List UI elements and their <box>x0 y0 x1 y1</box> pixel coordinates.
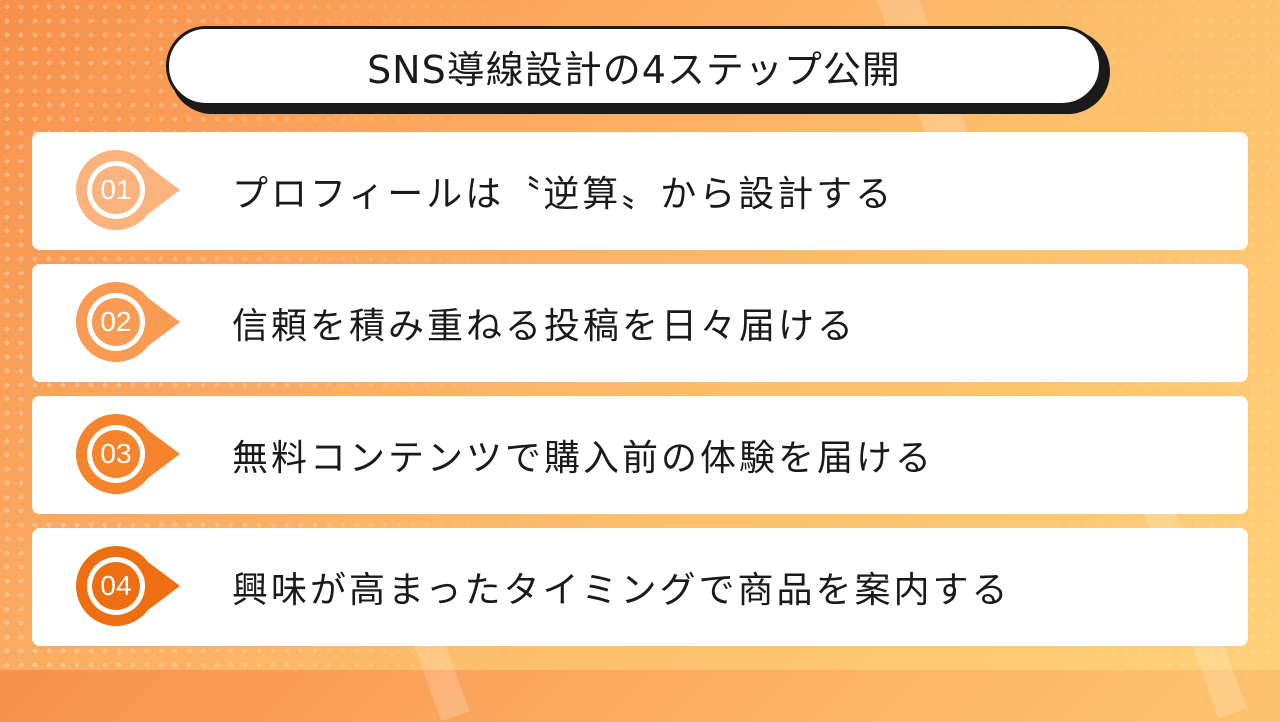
step-card-3: 03 無料コンテンツで購入前の体験を届ける <box>32 396 1248 514</box>
step-badge: 04 <box>76 546 180 626</box>
title-banner: SNS導線設計の4ステップ公開 <box>166 26 1110 114</box>
step-number: 04 <box>100 570 132 601</box>
step-badge: 01 <box>76 150 180 230</box>
badge-shape-icon <box>76 150 180 230</box>
step-card-4: 04 興味が高まったタイミングで商品を案内する <box>32 528 1248 646</box>
badge-shape-icon <box>76 282 180 362</box>
step-card-2: 02 信頼を積み重ねる投稿を日々届ける <box>32 264 1248 382</box>
step-badge: 02 <box>76 282 180 362</box>
step-number: 02 <box>100 306 132 337</box>
step-text: 無料コンテンツで購入前の体験を届ける <box>232 438 935 479</box>
badge-shape-icon <box>76 414 180 494</box>
step-card-1: 01 プロフィールは〝逆算〟から設計する <box>32 132 1248 250</box>
step-number: 01 <box>100 174 132 205</box>
step-text: 興味が高まったタイミングで商品を案内する <box>232 570 1011 611</box>
page-title: SNS導線設計の4ステップ公開 <box>166 26 1102 106</box>
step-text: 信頼を積み重ねる投稿を日々届ける <box>232 306 857 347</box>
step-number: 03 <box>100 438 132 469</box>
step-text: プロフィールは〝逆算〟から設計する <box>232 174 895 215</box>
step-badge: 03 <box>76 414 180 494</box>
badge-shape-icon <box>76 546 180 626</box>
